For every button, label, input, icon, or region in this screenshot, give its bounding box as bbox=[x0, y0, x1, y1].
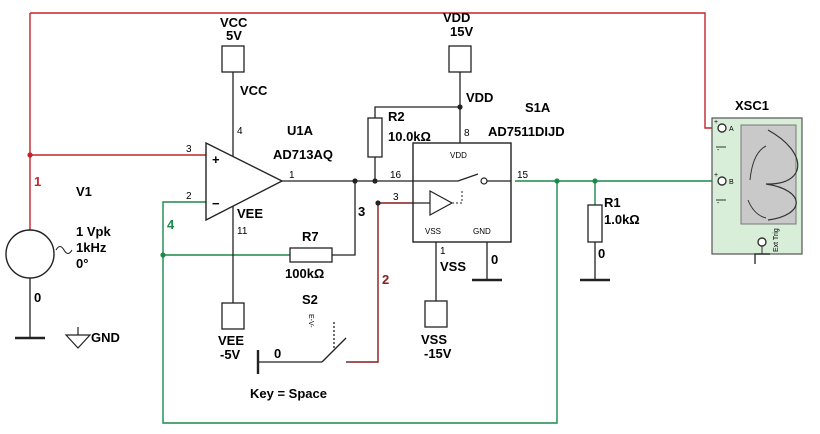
xsc1-ref: XSC1 bbox=[735, 98, 769, 113]
ground-icon bbox=[64, 327, 92, 349]
net-label-3: 3 bbox=[358, 204, 365, 219]
s1a-gnd-pin-label: GND bbox=[473, 227, 491, 236]
vdd-source-box[interactable] bbox=[448, 45, 472, 73]
xsc1-a-minus: - bbox=[717, 147, 720, 154]
vee-source-box[interactable] bbox=[221, 302, 245, 330]
junction-dot bbox=[592, 178, 598, 184]
v1-phase: 0° bbox=[76, 256, 88, 271]
u1a-ref: U1A bbox=[287, 123, 314, 138]
xsc1-channel-a-label: A bbox=[729, 126, 734, 133]
oscilloscope-xsc1[interactable] bbox=[711, 117, 803, 255]
r2-value: 10.0kΩ bbox=[388, 129, 431, 144]
vdd-value: 15V bbox=[450, 24, 473, 39]
v1-amplitude: 1 Vpk bbox=[76, 224, 111, 239]
junction-dot bbox=[375, 200, 381, 206]
v1-ground-node: 0 bbox=[34, 290, 41, 305]
net-label-2: 2 bbox=[382, 272, 389, 287]
scope-channel-a-terminal[interactable] bbox=[717, 123, 727, 133]
u1a-part: AD713AQ bbox=[273, 147, 333, 162]
vss-value: -15V bbox=[424, 346, 452, 361]
u1a-vee-label: VEE bbox=[237, 206, 263, 221]
r1-ref: R1 bbox=[604, 195, 621, 210]
s1a-vss-node-label: VSS bbox=[440, 259, 466, 274]
s1a-pin-8: 8 bbox=[464, 128, 470, 139]
ac-source-v1[interactable] bbox=[5, 229, 55, 279]
u1a-pin-2: 2 bbox=[186, 191, 192, 202]
xsc1-a-plus: + bbox=[714, 119, 718, 126]
u1a-pin-4: 4 bbox=[237, 126, 243, 137]
s1a-pin-3: 3 bbox=[393, 192, 399, 203]
vdd-node-label: VDD bbox=[466, 90, 493, 105]
u1a-pin-11: 11 bbox=[237, 226, 248, 237]
vcc-node-label: VCC bbox=[240, 83, 268, 98]
scope-ext-trig-terminal[interactable] bbox=[757, 237, 767, 247]
switch-s1a-block[interactable] bbox=[412, 142, 512, 243]
r2-ref: R2 bbox=[388, 109, 405, 124]
vss-name: VSS bbox=[421, 332, 447, 347]
black-wires[interactable] bbox=[15, 72, 610, 374]
xsc1-ext-trig-label: Ext Trig bbox=[773, 228, 780, 252]
vcc-source-box[interactable] bbox=[221, 45, 245, 73]
junction-dot bbox=[457, 104, 463, 110]
opamp-u1a-symbol[interactable] bbox=[205, 141, 284, 222]
s1a-pin-15: 15 bbox=[517, 170, 529, 181]
vdd-name: VDD bbox=[443, 10, 470, 25]
u1a-plus-sign: + bbox=[212, 152, 220, 167]
net-label-4: 4 bbox=[167, 217, 175, 232]
net-4-wire[interactable] bbox=[162, 180, 712, 424]
s2-ground-node: 0 bbox=[274, 346, 281, 361]
xsc1-channel-b-label: B bbox=[729, 179, 734, 186]
vee-value: -5V bbox=[220, 347, 241, 362]
r1-value: 1.0kΩ bbox=[604, 212, 640, 227]
s2-ref: S2 bbox=[302, 292, 318, 307]
s1a-vss-pin-label: VSS bbox=[425, 227, 441, 236]
s2-key-label: Key = Space bbox=[250, 386, 327, 401]
vcc-name: VCC bbox=[220, 15, 248, 30]
gnd-label: GND bbox=[91, 330, 120, 345]
vcc-value: 5V bbox=[226, 28, 242, 43]
junction-dot bbox=[372, 178, 378, 184]
ext-trig-lead bbox=[754, 253, 770, 264]
junction-dot bbox=[352, 178, 358, 184]
v1-frequency: 1kHz bbox=[76, 240, 107, 255]
net-2-wire[interactable] bbox=[350, 202, 413, 363]
s1a-gnd-node: 0 bbox=[491, 252, 498, 267]
u1a-minus-sign: − bbox=[212, 196, 220, 211]
s1a-pin-1: 1 bbox=[440, 246, 446, 257]
junction-dot bbox=[554, 178, 560, 184]
resistor-r7[interactable] bbox=[289, 247, 333, 263]
r7-value: 100kΩ bbox=[285, 266, 324, 281]
v1-name: V1 bbox=[76, 184, 92, 199]
r1-ground-node: 0 bbox=[598, 246, 605, 261]
junction-dot bbox=[160, 252, 166, 258]
net-label-1: 1 bbox=[34, 174, 41, 189]
vee-name: VEE bbox=[218, 333, 244, 348]
scope-channel-b-terminal[interactable] bbox=[717, 176, 727, 186]
s1a-ref: S1A bbox=[525, 100, 551, 115]
xsc1-b-minus: - bbox=[717, 200, 720, 207]
sine-icon bbox=[55, 245, 73, 255]
s2-tag: E-V- bbox=[307, 314, 314, 328]
u1a-pin-3: 3 bbox=[186, 144, 192, 155]
xsc1-b-plus: + bbox=[714, 172, 718, 179]
resistor-r1[interactable] bbox=[587, 204, 603, 243]
net-1-wire[interactable] bbox=[29, 12, 712, 230]
u1a-pin-1: 1 bbox=[289, 170, 295, 181]
s1a-pin-16: 16 bbox=[390, 170, 402, 181]
s1a-vdd-pin-label: VDD bbox=[450, 151, 467, 160]
r7-ref: R7 bbox=[302, 229, 319, 244]
s1a-part: AD7511DIJD bbox=[488, 124, 565, 139]
junction-dot bbox=[27, 152, 33, 158]
vss-source-box[interactable] bbox=[424, 300, 448, 328]
resistor-r2[interactable] bbox=[367, 117, 383, 158]
